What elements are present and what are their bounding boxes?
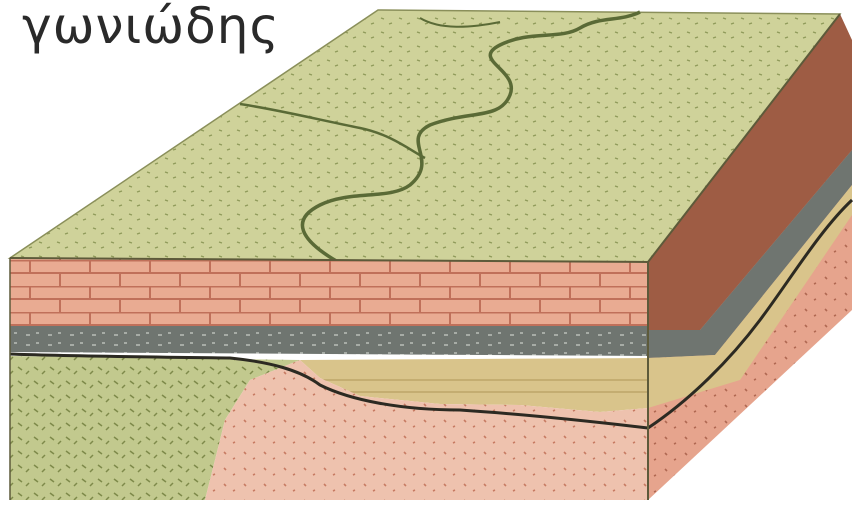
limestone-layer <box>10 258 648 326</box>
coal-layer <box>10 326 648 356</box>
